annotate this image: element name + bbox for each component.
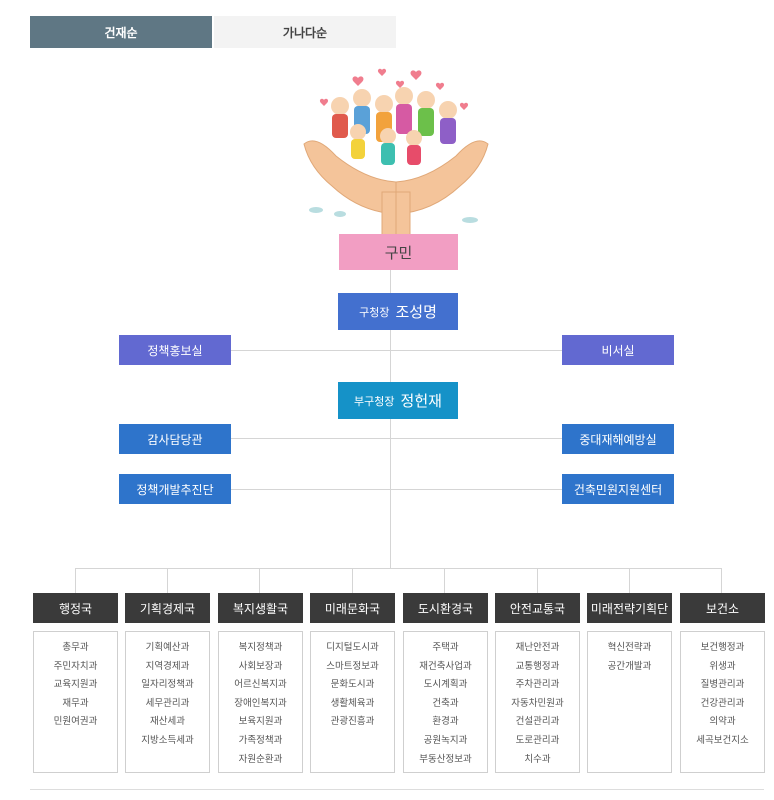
team-item[interactable]: 민원여권과: [53, 716, 98, 728]
team-item[interactable]: 건축과: [432, 697, 459, 709]
dept-header[interactable]: 행정국: [33, 593, 118, 623]
team-item[interactable]: 세곡보건지소: [696, 734, 749, 746]
team-item[interactable]: 생활체육과: [330, 697, 375, 709]
team-item[interactable]: 자동차민원과: [511, 697, 564, 709]
team-item[interactable]: 총무과: [62, 642, 89, 653]
sort-tabs: 건재순 가나다순: [30, 16, 396, 48]
dept-drop-6: [537, 568, 538, 593]
dept-drop-7: [629, 568, 630, 593]
team-item[interactable]: 복지정책과: [238, 642, 283, 653]
dept-header[interactable]: 보건소: [680, 593, 765, 623]
connector-audit: [231, 438, 562, 439]
team-item[interactable]: 재난안전과: [515, 642, 560, 653]
tab-by-building[interactable]: 건재순: [30, 16, 212, 48]
dept-drop-3: [259, 568, 260, 593]
team-item[interactable]: 관광진흥과: [330, 716, 375, 728]
policy-pr-office[interactable]: 정책홍보실: [119, 335, 231, 365]
team-item[interactable]: 위생과: [709, 660, 736, 672]
team-item[interactable]: 치수과: [524, 753, 551, 765]
vice-mayor-box[interactable]: 부구청장 정헌재: [338, 382, 458, 419]
bottom-divider: [30, 789, 764, 790]
dept-bus-line: [75, 568, 722, 569]
connector-policy-pr: [231, 350, 562, 351]
team-item[interactable]: 문화도시과: [330, 679, 375, 691]
audit-officer[interactable]: 감사담당관: [119, 424, 231, 454]
team-item[interactable]: 교통행정과: [515, 660, 560, 672]
dept-drop-4: [352, 568, 353, 593]
team-item[interactable]: 재산세과: [150, 716, 185, 728]
team-item[interactable]: 혁신전략과: [607, 642, 652, 653]
team-item[interactable]: 도시계획과: [423, 679, 468, 691]
dept-header[interactable]: 미래문화국: [310, 593, 395, 623]
team-item[interactable]: 일자리정책과: [141, 679, 194, 691]
team-item[interactable]: 보건행정과: [700, 642, 745, 653]
dept-drop-5: [444, 568, 445, 593]
dept-header[interactable]: 복지생활국: [218, 593, 303, 623]
team-item[interactable]: 어르신복지과: [234, 679, 287, 691]
team-item[interactable]: 기획예산과: [145, 642, 190, 653]
policy-dev-group[interactable]: 정책개발추진단: [119, 474, 231, 504]
dept-drop-1: [75, 568, 76, 593]
vice-mayor-name: 정헌재: [400, 392, 442, 410]
mayor-role: 구청장: [359, 305, 390, 319]
team-item[interactable]: 사회보장과: [238, 660, 283, 672]
dept-header[interactable]: 도시환경국: [403, 593, 488, 623]
team-item[interactable]: 지역경제과: [145, 660, 190, 672]
team-item[interactable]: 가족정책과: [238, 734, 283, 746]
team-item[interactable]: 부동산정보과: [419, 753, 472, 765]
trunk-line: [390, 270, 391, 568]
team-item[interactable]: 주차관리과: [515, 679, 560, 691]
dept-header[interactable]: 기획경제국: [125, 593, 210, 623]
team-item[interactable]: 건강관리과: [700, 697, 745, 709]
team-item[interactable]: 건설관리과: [515, 716, 560, 728]
vice-mayor-role: 부구청장: [354, 394, 395, 408]
citizens-hands-illustration: [303, 68, 489, 236]
team-item[interactable]: 재무과: [62, 697, 89, 709]
team-item[interactable]: 장애인복지과: [234, 697, 287, 709]
team-item[interactable]: 세무관리과: [145, 697, 190, 709]
dept-drop-8: [721, 568, 722, 593]
dept-header[interactable]: 미래전략기획단: [587, 593, 672, 623]
team-item[interactable]: 보육지원과: [238, 716, 283, 728]
team-item[interactable]: 디지털도시과: [326, 642, 379, 653]
team-item[interactable]: 스마트정보과: [326, 660, 379, 672]
team-item[interactable]: 공원녹지과: [423, 734, 468, 746]
team-item[interactable]: 지방소득세과: [141, 734, 194, 746]
dept-drop-2: [167, 568, 168, 593]
team-item[interactable]: 도로관리과: [515, 734, 560, 746]
team-item[interactable]: 주택과: [432, 642, 459, 653]
connector-policy-dev: [231, 489, 562, 490]
team-item[interactable]: 공간개발과: [607, 660, 652, 672]
citizen-box: 구민: [339, 234, 458, 270]
building-center[interactable]: 건축민원지원센터: [562, 474, 674, 504]
team-item[interactable]: 자원순환과: [238, 753, 283, 765]
secretary-office[interactable]: 비서실: [562, 335, 674, 365]
tab-by-alpha[interactable]: 가나다순: [214, 16, 396, 48]
mayor-name: 조성명: [395, 303, 437, 321]
team-item[interactable]: 환경과: [432, 716, 459, 728]
team-item[interactable]: 재건축사업과: [419, 660, 472, 672]
team-item[interactable]: 의약과: [709, 716, 736, 728]
team-item[interactable]: 교육지원과: [53, 679, 98, 691]
team-item[interactable]: 주민자치과: [53, 660, 98, 672]
dept-header[interactable]: 안전교통국: [495, 593, 580, 623]
disaster-prevention-office[interactable]: 중대재해예방실: [562, 424, 674, 454]
mayor-box[interactable]: 구청장 조성명: [338, 293, 458, 330]
team-item[interactable]: 질병관리과: [700, 679, 745, 691]
